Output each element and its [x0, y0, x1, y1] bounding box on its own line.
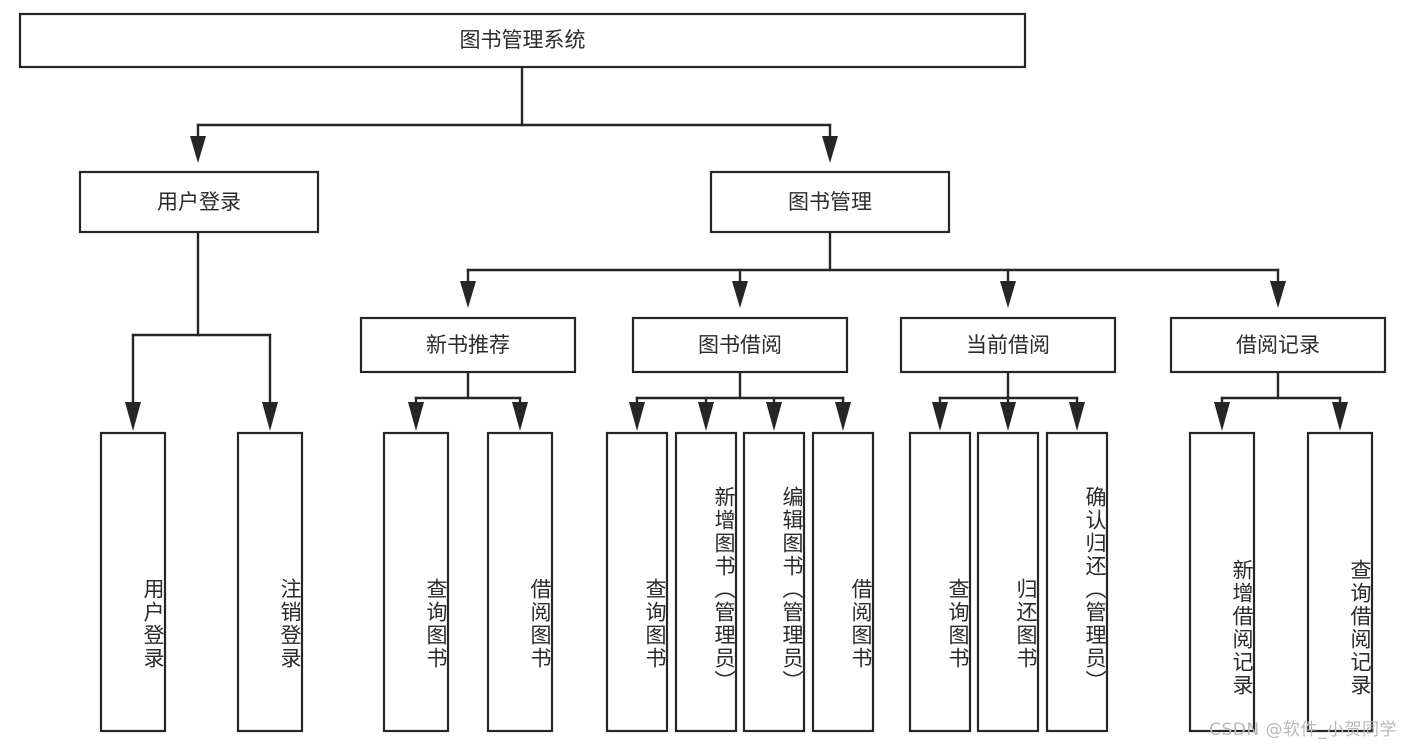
arrow-to-borrow-record: [1270, 281, 1286, 308]
arrow-to-leaf-borrow-book-2: [835, 402, 851, 431]
arrow-to-leaf-query-book-3: [932, 402, 948, 431]
node-leaf-edit-book[interactable]: [742, 431, 806, 733]
connector-group-borrow-record: [1214, 370, 1348, 431]
node-borrow-record[interactable]: [1169, 316, 1387, 374]
node-current-borrow[interactable]: [899, 316, 1117, 374]
node-leaf-return-book[interactable]: [976, 431, 1040, 733]
node-leaf-logout-login[interactable]: [236, 431, 304, 733]
node-leaf-confirm-return[interactable]: [1045, 431, 1109, 733]
arrow-to-leaf-query-book-2: [629, 402, 645, 431]
arrow-to-new-book-recommend: [460, 281, 476, 308]
node-leaf-borrow-book-1[interactable]: [486, 431, 554, 733]
connector-group-book-borrow: [629, 370, 851, 431]
connector-group-book-management: [460, 230, 1286, 308]
connector-group-new-book-recommend: [408, 370, 528, 431]
arrow-to-leaf-edit-book: [766, 402, 782, 431]
arrow-to-leaf-user-login: [125, 402, 141, 431]
arrow-to-current-borrow: [1000, 281, 1016, 308]
node-leaf-user-login[interactable]: [99, 431, 167, 733]
arrow-to-leaf-query-borrow-record: [1332, 402, 1348, 431]
csdn-watermark: CSDN @软件_小贺同学: [1209, 720, 1397, 740]
node-leaf-query-book-2[interactable]: [605, 431, 669, 733]
arrow-to-book-management: [822, 136, 838, 163]
arrow-to-leaf-logout-login: [262, 402, 278, 431]
arrow-to-leaf-query-book-1: [408, 402, 424, 431]
node-leaf-borrow-book-2[interactable]: [811, 431, 875, 733]
node-leaf-add-book[interactable]: [674, 431, 738, 733]
node-root[interactable]: [18, 12, 1027, 69]
node-new-book-recommend[interactable]: [359, 316, 577, 374]
node-leaf-add-borrow-record[interactable]: [1188, 431, 1256, 733]
connector-group-root: [190, 65, 838, 163]
node-leaf-query-book-1[interactable]: [382, 431, 450, 733]
node-user-login[interactable]: [78, 170, 320, 234]
connector-group-current-borrow: [932, 370, 1085, 431]
arrow-to-leaf-add-book: [698, 402, 714, 431]
arrow-to-leaf-confirm-return: [1069, 402, 1085, 431]
arrow-to-leaf-add-borrow-record: [1214, 402, 1230, 431]
arrow-to-leaf-borrow-book-1: [512, 402, 528, 431]
arrow-to-book-borrow: [732, 281, 748, 308]
node-book-borrow[interactable]: [631, 316, 849, 374]
arrow-to-leaf-return-book: [1000, 402, 1016, 431]
node-leaf-query-book-3[interactable]: [908, 431, 972, 733]
node-book-management[interactable]: [709, 170, 951, 234]
connector-group-user-login: [125, 230, 278, 431]
node-leaf-query-borrow-record[interactable]: [1306, 431, 1374, 733]
arrow-to-user-login: [190, 136, 206, 163]
